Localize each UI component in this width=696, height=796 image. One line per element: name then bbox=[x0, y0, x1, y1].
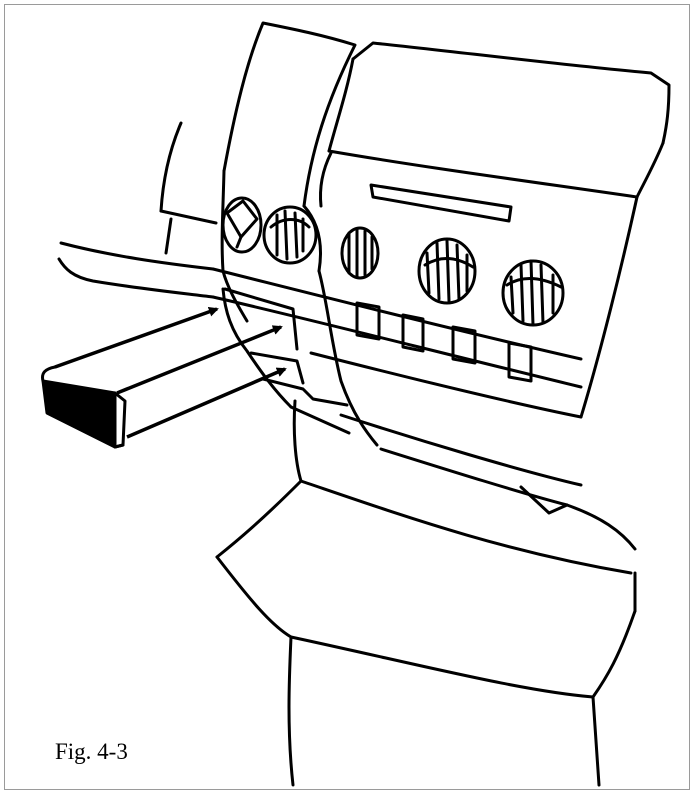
climate-knob-2 bbox=[417, 237, 477, 305]
display-slot bbox=[369, 183, 513, 223]
arrow-lower bbox=[126, 367, 287, 439]
figure-frame: Fig. 4-3 bbox=[4, 4, 690, 790]
arrow-upper bbox=[54, 306, 219, 369]
column-vent bbox=[221, 196, 263, 254]
insertion-arrows bbox=[54, 306, 287, 439]
cluster-housing bbox=[319, 41, 671, 419]
dashboard-illustration bbox=[41, 21, 671, 787]
column-knob bbox=[262, 205, 318, 265]
left-dash-ledge bbox=[57, 121, 218, 299]
insertion-pocket bbox=[221, 287, 351, 435]
dash-lower-edges bbox=[211, 267, 583, 515]
arrow-middle bbox=[116, 325, 283, 395]
climate-knob-1 bbox=[340, 226, 380, 280]
climate-knob-3 bbox=[501, 259, 565, 327]
figure-caption: Fig. 4-3 bbox=[55, 739, 128, 764]
console-base bbox=[215, 399, 637, 787]
insert-part bbox=[41, 365, 127, 449]
